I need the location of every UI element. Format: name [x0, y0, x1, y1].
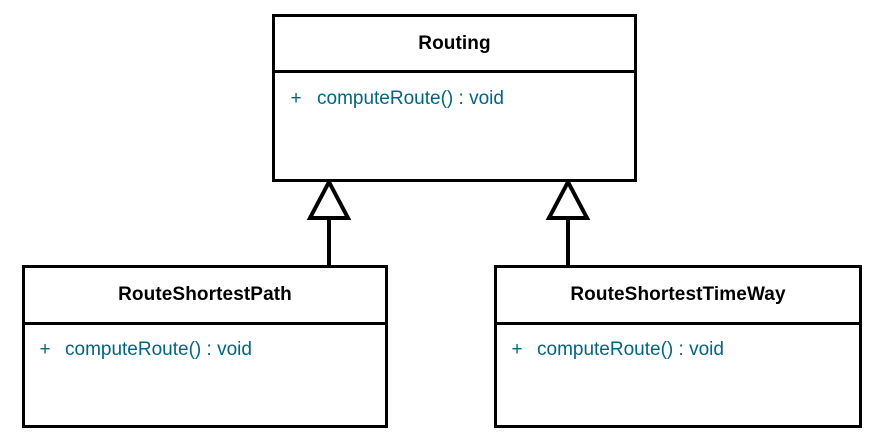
generalization-routeshortestpath-to-routing[interactable]	[297, 176, 361, 270]
uml-class-routeshortestpath[interactable]: RouteShortestPath + computeRoute() : voi…	[22, 265, 388, 428]
member-visibility-marker: +	[39, 339, 51, 360]
member-signature: computeRoute() : void	[65, 339, 252, 360]
hollow-triangle-arrowhead	[545, 177, 591, 220]
hollow-triangle-arrowhead	[306, 177, 352, 220]
class-member-row[interactable]: + computeRoute() : void	[275, 88, 634, 110]
generalization-routeshortesttimeway-to-routing[interactable]	[536, 176, 600, 270]
member-signature: computeRoute() : void	[537, 339, 724, 360]
class-body-routing: + computeRoute() : void	[275, 73, 634, 179]
class-header-routeshortestpath: RouteShortestPath	[25, 268, 385, 325]
uml-class-routeshortesttimeway[interactable]: RouteShortestTimeWay + computeRoute() : …	[494, 265, 862, 428]
member-visibility-marker: +	[290, 88, 302, 109]
class-member-row[interactable]: + computeRoute() : void	[497, 339, 859, 361]
class-header-routing: Routing	[275, 17, 634, 73]
class-body-routeshortesttimeway: + computeRoute() : void	[497, 325, 859, 425]
class-body-routeshortestpath: + computeRoute() : void	[25, 325, 385, 425]
class-member-row[interactable]: + computeRoute() : void	[25, 339, 385, 361]
member-visibility-marker: +	[511, 339, 523, 360]
uml-class-routing[interactable]: Routing + computeRoute() : void	[272, 14, 637, 182]
member-signature: computeRoute() : void	[317, 88, 504, 109]
class-name-routeshortestpath: RouteShortestPath	[118, 284, 292, 305]
class-header-routeshortesttimeway: RouteShortestTimeWay	[497, 268, 859, 325]
class-name-routeshortesttimeway: RouteShortestTimeWay	[570, 284, 786, 305]
class-name-routing: Routing	[418, 32, 491, 54]
